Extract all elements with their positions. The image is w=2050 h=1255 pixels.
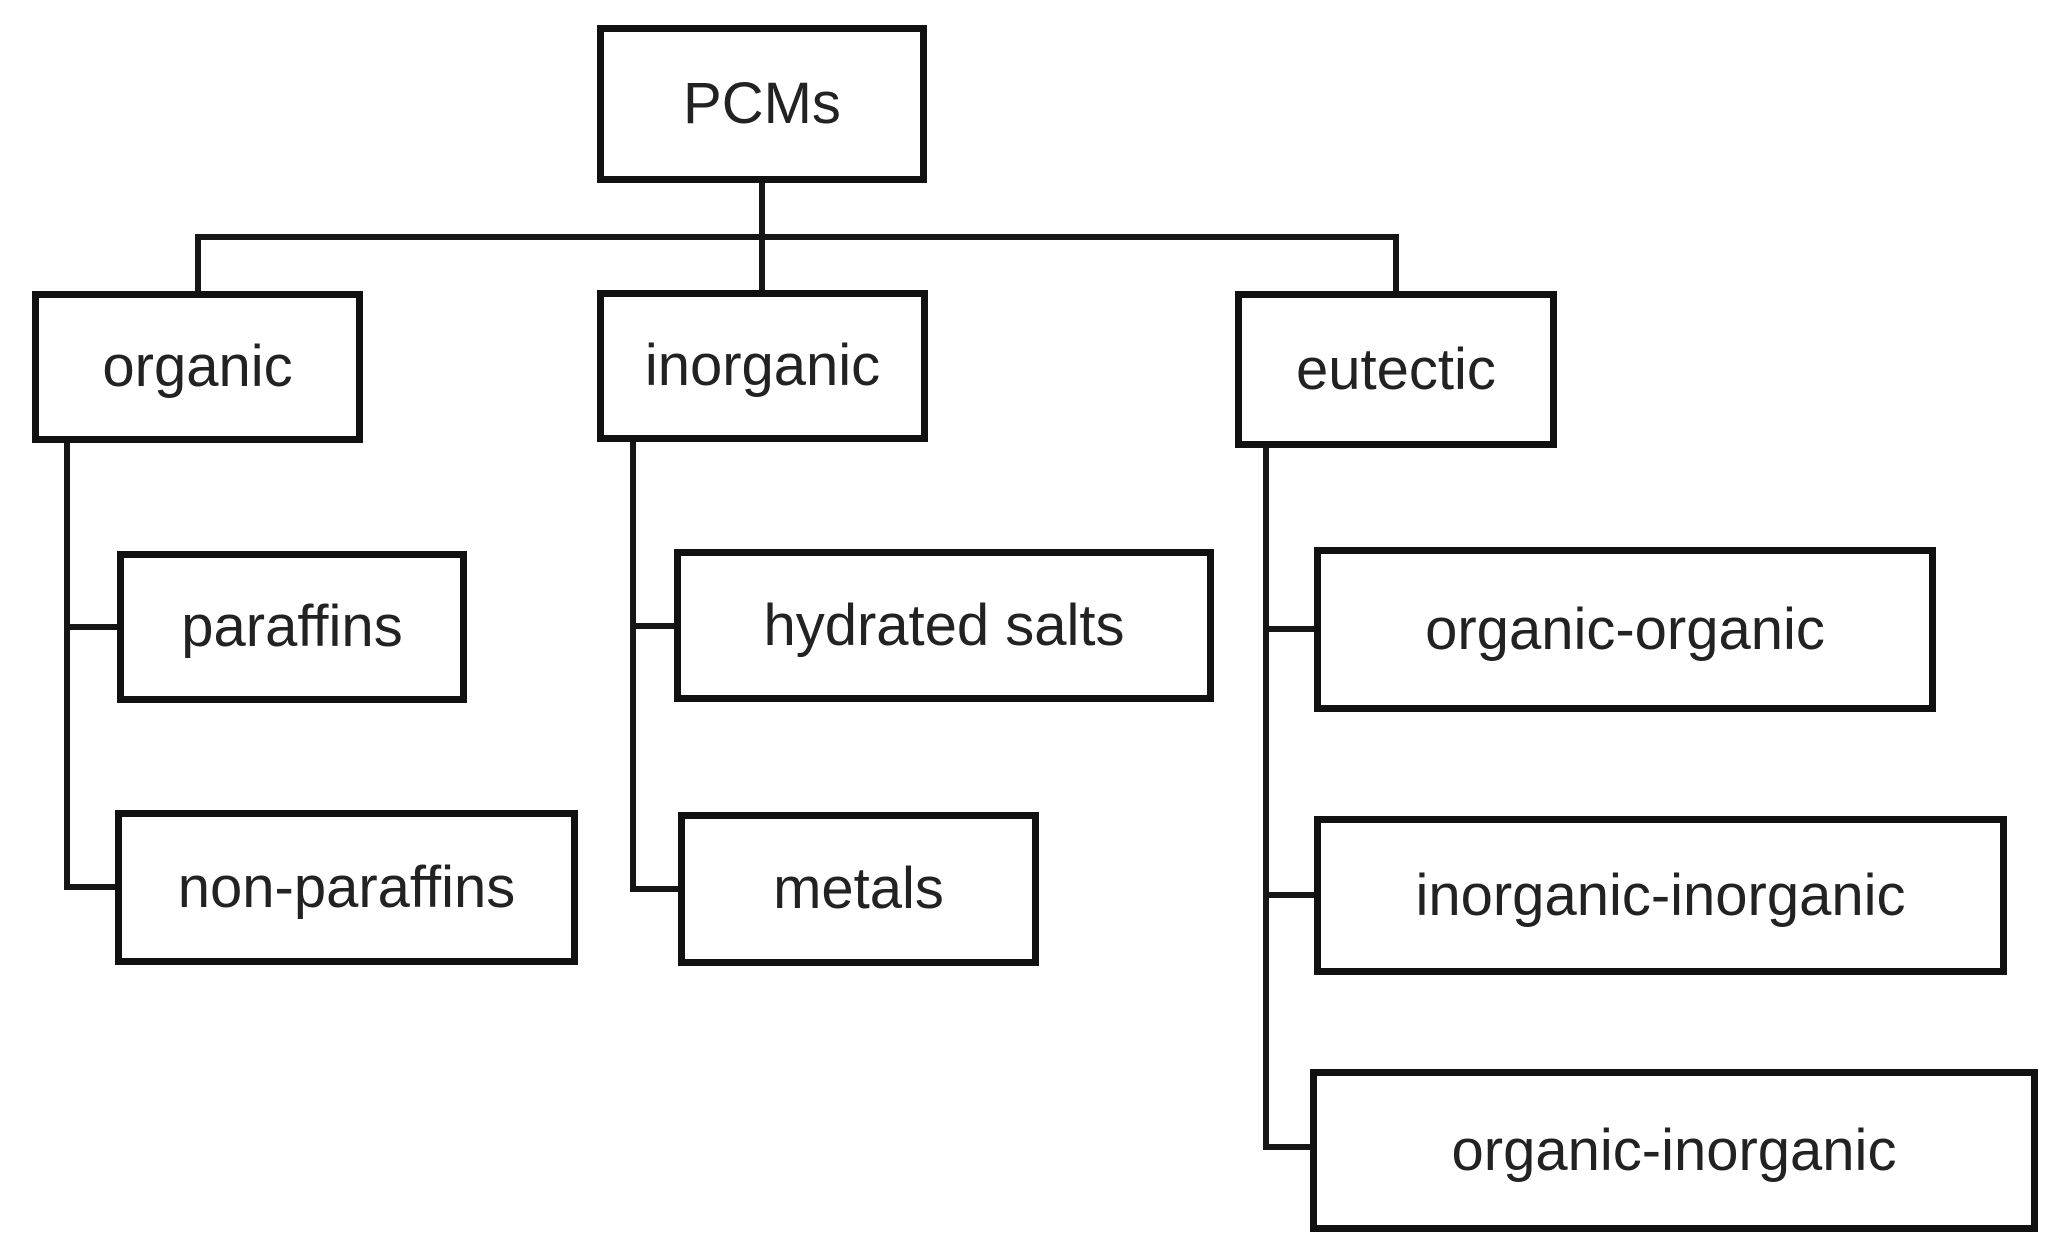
node-metals: metals — [678, 812, 1039, 966]
connector-stub-inorganic-inorganic — [1263, 892, 1314, 898]
node-organic-inorganic: organic-inorganic — [1310, 1069, 2038, 1232]
node-inorganic: inorganic — [597, 290, 928, 442]
connector-stub-hydrated-salts — [630, 623, 674, 629]
connector-inorganic-trunk — [630, 442, 636, 892]
node-pcms: PCMs — [597, 25, 927, 183]
connector-stub-non-paraffins — [64, 884, 115, 890]
node-organic: organic — [32, 291, 363, 443]
node-non-paraffins: non-paraffins — [115, 810, 578, 965]
connector-stub-organic-organic — [1263, 626, 1314, 632]
connector-drop-eutectic — [1393, 234, 1399, 291]
node-inorganic-inorganic: inorganic-inorganic — [1314, 816, 2007, 975]
connector-organic-trunk — [64, 443, 70, 890]
connector-eutectic-trunk — [1263, 448, 1269, 1150]
connector-stub-paraffins — [64, 624, 117, 630]
connector-distributor — [195, 234, 1399, 240]
connector-drop-organic — [195, 234, 201, 291]
connector-stub-organic-inorganic — [1263, 1144, 1310, 1150]
connector-stub-metals — [630, 886, 678, 892]
node-organic-organic: organic-organic — [1314, 547, 1936, 712]
node-hydrated-salts: hydrated salts — [674, 549, 1214, 702]
node-paraffins: paraffins — [117, 551, 467, 703]
node-eutectic: eutectic — [1235, 291, 1557, 448]
